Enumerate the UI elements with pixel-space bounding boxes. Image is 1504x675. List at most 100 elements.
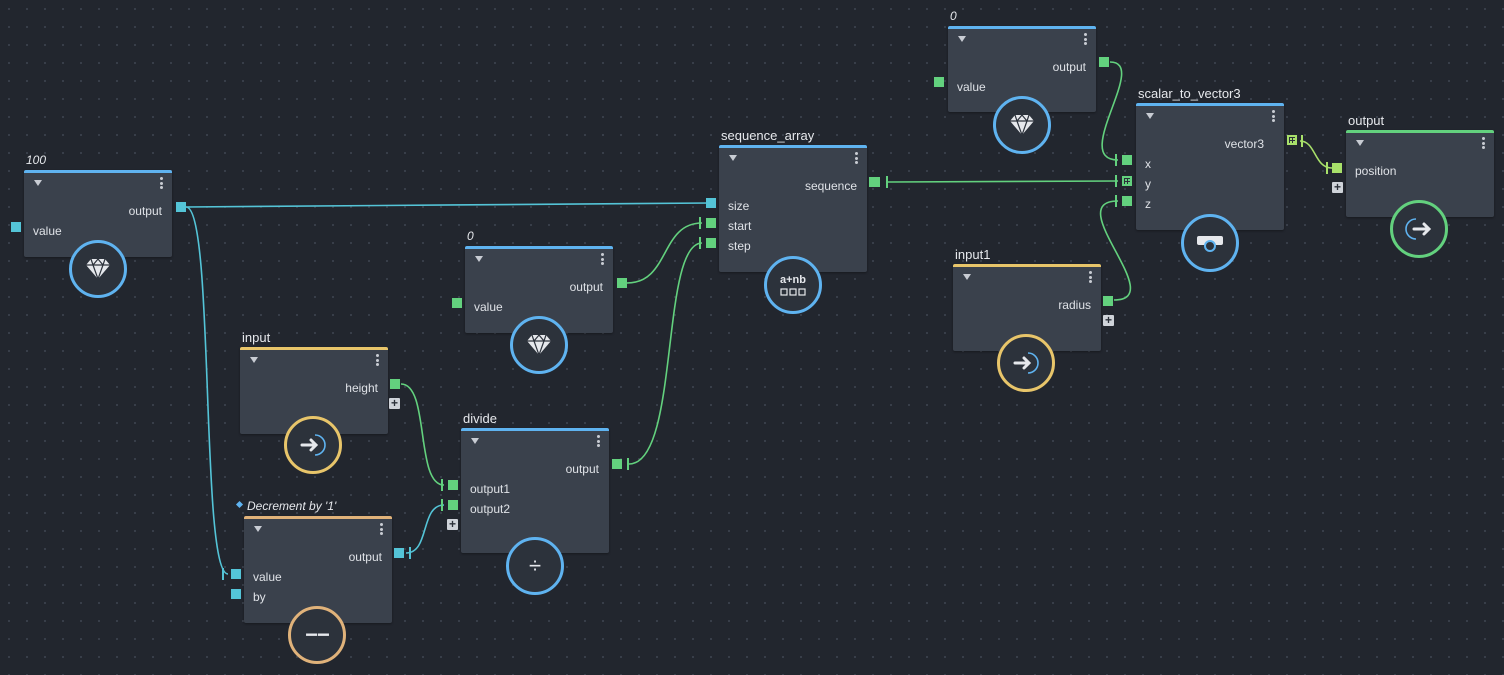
node-title: output bbox=[1348, 113, 1385, 128]
input-port-label: output2 bbox=[470, 502, 511, 516]
decrement-node[interactable]: Decrement by '1' output value by bbox=[235, 499, 392, 623]
divide-output1-port[interactable] bbox=[448, 480, 458, 490]
add-port-icon[interactable]: + bbox=[447, 517, 458, 531]
wire-value0-to-start bbox=[626, 222, 703, 284]
gem-icon bbox=[510, 316, 568, 374]
z-input-port[interactable] bbox=[1122, 196, 1132, 206]
node-title: divide bbox=[463, 411, 497, 426]
node-menu-icon[interactable] bbox=[1482, 137, 1485, 150]
node-menu-icon[interactable] bbox=[855, 152, 858, 165]
value-input-connector bbox=[222, 568, 224, 580]
value-node-100[interactable]: 100 output value bbox=[24, 153, 172, 257]
output-arrow-icon bbox=[1390, 200, 1448, 258]
decrement-by-port[interactable] bbox=[231, 589, 241, 599]
output-port-label: sequence bbox=[804, 179, 857, 193]
node-menu-icon[interactable] bbox=[1089, 271, 1092, 284]
wire-decrement-to-divide bbox=[405, 504, 445, 554]
input-port-label: value bbox=[474, 300, 503, 314]
value-input-port[interactable] bbox=[452, 298, 462, 308]
collapse-arrow-icon[interactable] bbox=[471, 438, 479, 444]
output-port-label: vector3 bbox=[1224, 137, 1264, 151]
divide-output2-port[interactable] bbox=[448, 500, 458, 510]
sequence-icon: a+nb bbox=[764, 256, 822, 314]
vector3-output-port[interactable] bbox=[1287, 135, 1297, 145]
add-port-icon[interactable]: + bbox=[1332, 180, 1343, 194]
add-port-icon[interactable]: + bbox=[389, 396, 400, 410]
node-menu-icon[interactable] bbox=[376, 354, 379, 367]
vector3-output-connector bbox=[1301, 135, 1303, 147]
value-node-0-middle[interactable]: 0 output value bbox=[465, 229, 613, 333]
wire-radius-to-z bbox=[1099, 200, 1132, 301]
node-title: 100 bbox=[26, 153, 47, 167]
wire-height-to-divide bbox=[400, 383, 445, 486]
node-title: scalar_to_vector3 bbox=[1138, 86, 1241, 101]
value-output-port[interactable] bbox=[176, 202, 186, 212]
collapse-arrow-icon[interactable] bbox=[250, 357, 258, 363]
input-port-label: z bbox=[1145, 197, 1151, 211]
input-port-label: value bbox=[253, 570, 282, 584]
wire-value-to-size bbox=[185, 202, 712, 208]
start-connector bbox=[699, 217, 701, 229]
height-output-port[interactable] bbox=[390, 379, 400, 389]
output-port-label: height bbox=[345, 381, 378, 395]
divide-output-port[interactable] bbox=[612, 459, 622, 469]
decrement-output-port[interactable] bbox=[394, 548, 404, 558]
decrement-icon: −− bbox=[288, 606, 346, 664]
scalar-to-vector3-node[interactable]: scalar_to_vector3 vector3 x y z bbox=[1136, 86, 1284, 230]
output-port-label: output bbox=[348, 550, 382, 564]
divide-node[interactable]: divide output output1 output2 bbox=[461, 411, 609, 553]
vector-icon bbox=[1181, 214, 1239, 272]
step-connector bbox=[699, 237, 701, 249]
divide-icon: ÷ bbox=[506, 537, 564, 595]
decrement-value-port[interactable] bbox=[231, 569, 241, 579]
wire-sequence-to-y bbox=[887, 180, 1119, 183]
pin-icon bbox=[235, 500, 244, 509]
output-port-label: radius bbox=[1058, 298, 1091, 312]
start-input-port[interactable] bbox=[706, 218, 716, 228]
node-menu-icon[interactable] bbox=[601, 253, 604, 266]
x-connector bbox=[1115, 154, 1117, 166]
x-input-port[interactable] bbox=[1122, 155, 1132, 165]
decrement-output-connector bbox=[409, 547, 411, 559]
output-port-label: output bbox=[1052, 60, 1086, 74]
node-title: input1 bbox=[955, 247, 991, 262]
step-input-port[interactable] bbox=[706, 238, 716, 248]
collapse-arrow-icon[interactable] bbox=[1146, 113, 1154, 119]
size-input-port[interactable] bbox=[706, 198, 716, 208]
input-port-label: size bbox=[728, 199, 750, 213]
position-input-port[interactable] bbox=[1332, 163, 1342, 173]
value-output-port[interactable] bbox=[617, 278, 627, 288]
collapse-arrow-icon[interactable] bbox=[475, 256, 483, 262]
input-port-label: output1 bbox=[470, 482, 511, 496]
output1-connector bbox=[441, 479, 443, 491]
collapse-arrow-icon[interactable] bbox=[729, 155, 737, 161]
node-menu-icon[interactable] bbox=[1084, 33, 1087, 46]
input-arrow-icon bbox=[997, 334, 1055, 392]
position-connector bbox=[1326, 162, 1328, 174]
collapse-arrow-icon[interactable] bbox=[1356, 140, 1364, 146]
z-connector bbox=[1115, 195, 1117, 207]
gem-icon bbox=[69, 240, 127, 298]
collapse-arrow-icon[interactable] bbox=[963, 274, 971, 280]
output-port-label: output bbox=[565, 462, 599, 476]
y-input-port[interactable] bbox=[1122, 176, 1132, 186]
value-output-port[interactable] bbox=[1099, 57, 1109, 67]
node-menu-icon[interactable] bbox=[380, 523, 383, 536]
value-input-port[interactable] bbox=[934, 77, 944, 87]
value-input-port[interactable] bbox=[11, 222, 21, 232]
node-menu-icon[interactable] bbox=[1272, 110, 1275, 123]
output2-connector bbox=[441, 499, 443, 511]
add-port-icon[interactable]: + bbox=[1103, 313, 1114, 327]
input-port-label: value bbox=[33, 224, 62, 238]
node-menu-icon[interactable] bbox=[160, 177, 163, 190]
radius-output-port[interactable] bbox=[1103, 296, 1113, 306]
sequence-output-port[interactable] bbox=[869, 177, 880, 187]
collapse-arrow-icon[interactable] bbox=[34, 180, 42, 186]
input-port-label: start bbox=[728, 219, 752, 233]
sequence-array-node[interactable]: sequence_array sequence size start step bbox=[719, 128, 867, 272]
decrement-glyph: −− bbox=[305, 622, 330, 647]
input-port-label: x bbox=[1145, 157, 1151, 171]
node-menu-icon[interactable] bbox=[597, 435, 600, 448]
collapse-arrow-icon[interactable] bbox=[254, 526, 262, 532]
collapse-arrow-icon[interactable] bbox=[958, 36, 966, 42]
